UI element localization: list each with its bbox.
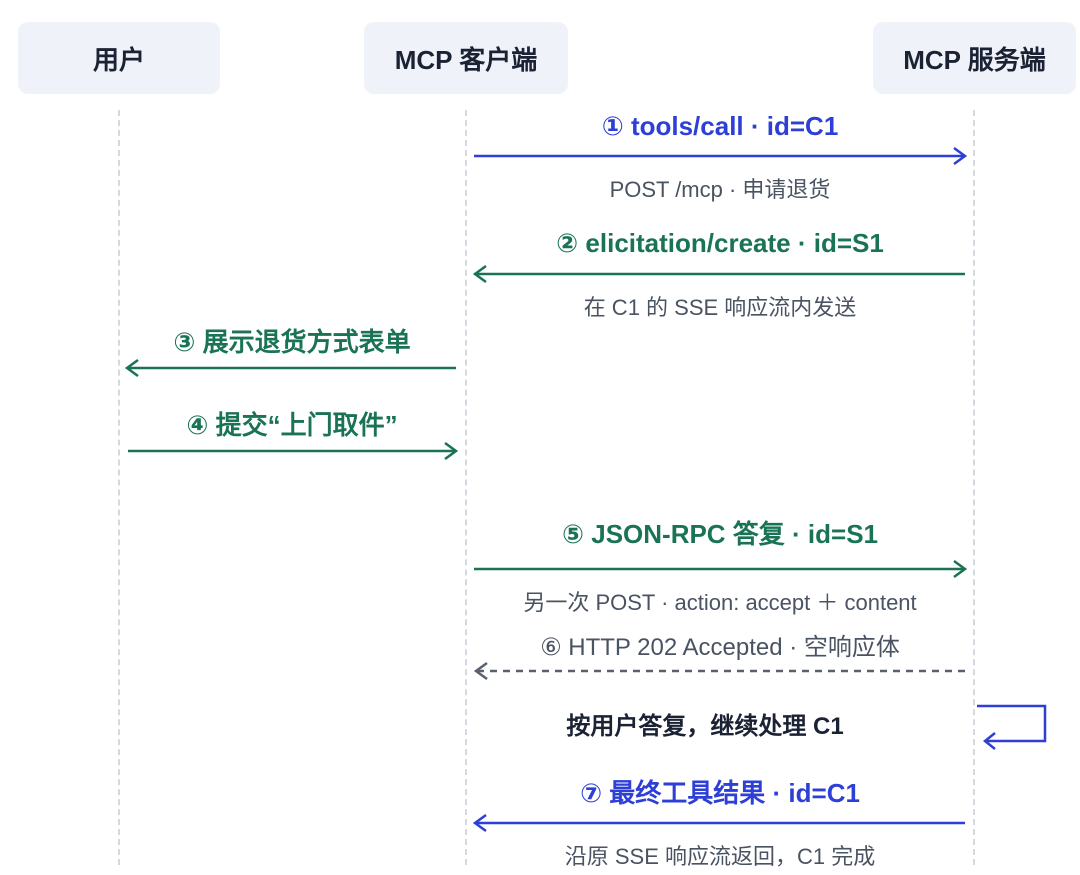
message-2-sub: 在 C1 的 SSE 响应流内发送 [583, 295, 857, 320]
arrow-show-form [124, 358, 456, 378]
arrow-final-result [472, 813, 965, 833]
message-1-label: ① tools/call · id=C1 [601, 111, 839, 141]
arrow-tools-call [474, 146, 968, 166]
self-loop-label: 按用户答复，继续处理 C1 [566, 713, 844, 740]
message-7-label: ⑦ 最终工具结果 · id=C1 [580, 778, 860, 808]
message-5-sub: 另一次 POST · action: accept ＋ content [523, 590, 917, 615]
participant-mcp-client: MCP 客户端 [364, 22, 568, 94]
message-7-sub: 沿原 SSE 响应流返回，C1 完成 [564, 844, 876, 869]
arrow-jsonrpc-reply [474, 559, 968, 579]
lifeline-mcp-server [973, 110, 975, 865]
arrow-submit-pickup [128, 441, 459, 461]
lifeline-mcp-client [465, 110, 467, 865]
message-1-sub: POST /mcp · 申请退货 [609, 177, 831, 202]
message-3-label: ③ 展示退货方式表单 [173, 327, 411, 357]
message-6-label: ⑥ HTTP 202 Accepted · 空响应体 [540, 634, 900, 661]
arrow-self-loop [977, 704, 1047, 750]
lifeline-user [118, 110, 120, 865]
message-5-label: ⑤ JSON-RPC 答复 · id=S1 [561, 519, 879, 549]
message-4-label: ④ 提交“上门取件” [186, 410, 398, 440]
arrow-elicitation-create [472, 264, 965, 284]
arrow-http-202 [473, 661, 965, 681]
participant-mcp-server: MCP 服务端 [873, 22, 1076, 94]
participant-user: 用户 [18, 22, 220, 94]
message-2-label: ② elicitation/create · id=S1 [556, 228, 884, 258]
